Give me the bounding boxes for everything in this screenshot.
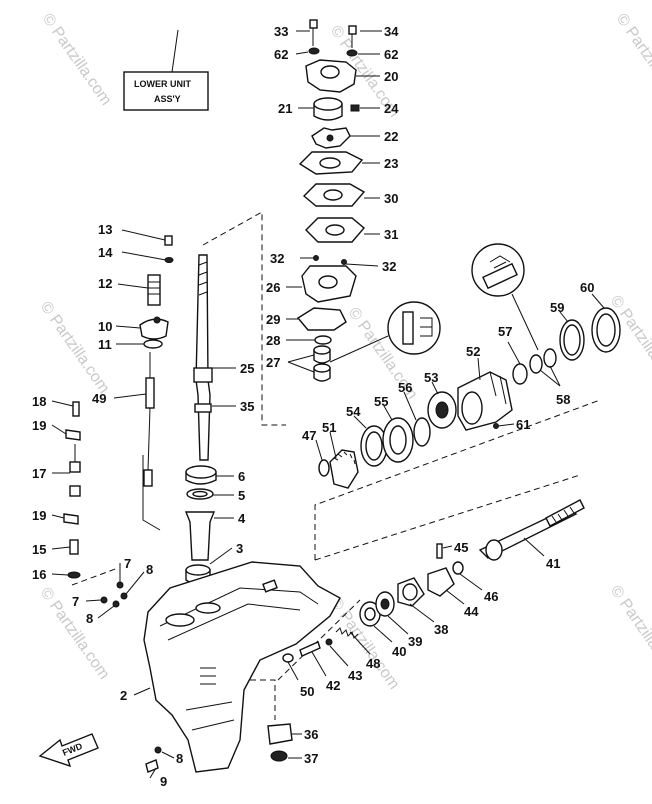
watermark: © Partzilla.com xyxy=(613,11,652,109)
part-label: 47 xyxy=(302,428,316,443)
part-label: 5 xyxy=(238,488,245,503)
part-label: 7 xyxy=(72,594,79,609)
part-label: 8 xyxy=(146,562,153,577)
part-label: 22 xyxy=(384,129,398,144)
part-label: 17 xyxy=(32,466,46,481)
part-label: 45 xyxy=(454,540,468,555)
forward-arrow: FWD xyxy=(38,733,99,768)
part-label: 4 xyxy=(238,511,246,526)
part-label: 32 xyxy=(270,251,284,266)
shift-linkage-parts xyxy=(63,401,81,579)
assembly-box-line1: LOWER UNIT xyxy=(134,79,191,89)
part-label: 9 xyxy=(160,774,167,789)
seal-detail-callout xyxy=(329,301,441,363)
part-label: 12 xyxy=(98,276,112,291)
leader-lines xyxy=(51,30,605,779)
part-label: 57 xyxy=(498,324,512,339)
part-label: 27 xyxy=(266,355,280,370)
part-label: 28 xyxy=(266,333,280,348)
part-label: 18 xyxy=(32,394,46,409)
part-labels: 33 34 62 62 20 21 24 22 23 30 31 32 32 2… xyxy=(32,24,594,789)
part-label: 52 xyxy=(466,344,480,359)
part-label: 14 xyxy=(98,245,113,260)
part-label: 15 xyxy=(32,542,46,557)
part-label: 62 xyxy=(384,47,398,62)
part-label: 46 xyxy=(484,589,498,604)
part-label: 34 xyxy=(384,24,399,39)
part-label: 38 xyxy=(434,622,448,637)
part-label: 33 xyxy=(274,24,288,39)
part-label: 30 xyxy=(384,191,398,206)
lower-case-housing xyxy=(143,561,341,773)
part-label: 44 xyxy=(464,604,479,619)
part-label: 19 xyxy=(32,418,46,433)
drive-shaft xyxy=(193,254,213,461)
part-label: 3 xyxy=(236,541,243,556)
part-label: 53 xyxy=(424,370,438,385)
part-label: 31 xyxy=(384,227,398,242)
part-label: 50 xyxy=(300,684,314,699)
assembly-box-line2: ASS'Y xyxy=(154,94,181,104)
part-label: 7 xyxy=(124,556,131,571)
part-label: 10 xyxy=(98,319,112,334)
part-label: 25 xyxy=(240,361,254,376)
bearing-detail-callout xyxy=(471,243,539,351)
forward-gear-group xyxy=(318,307,621,489)
part-label: 43 xyxy=(348,668,362,683)
part-label: 41 xyxy=(546,556,560,571)
part-label: 11 xyxy=(98,337,112,352)
part-label: 54 xyxy=(346,404,361,419)
part-label: 60 xyxy=(580,280,594,295)
part-label: 59 xyxy=(550,300,564,315)
part-label: 37 xyxy=(304,751,318,766)
part-label: 55 xyxy=(374,394,388,409)
part-label: 19 xyxy=(32,508,46,523)
part-label: 62 xyxy=(274,47,288,62)
part-label: 24 xyxy=(384,101,399,116)
part-label: 42 xyxy=(326,678,340,693)
part-label: 6 xyxy=(238,469,245,484)
part-label: 13 xyxy=(98,222,112,237)
part-label: 26 xyxy=(266,280,280,295)
part-label: 36 xyxy=(304,727,318,742)
shift-rod-assembly xyxy=(139,235,174,487)
part-label: 51 xyxy=(322,420,336,435)
watermark: © Partzilla.com xyxy=(39,11,115,109)
part-label: 2 xyxy=(120,688,127,703)
guide-lines xyxy=(71,211,601,720)
skeg-parts xyxy=(267,723,293,762)
part-label: 23 xyxy=(384,156,398,171)
propeller-shaft-assembly xyxy=(282,499,585,663)
watermark: © Partzilla.com xyxy=(607,583,652,681)
part-label: 8 xyxy=(86,611,93,626)
part-label: 49 xyxy=(92,391,106,406)
part-label: 58 xyxy=(556,392,570,407)
part-label: 8 xyxy=(176,751,183,766)
part-label: 29 xyxy=(266,312,280,327)
part-label: 40 xyxy=(392,644,406,659)
part-label: 35 xyxy=(240,399,254,414)
drive-shaft-bearings xyxy=(184,465,217,585)
water-pump-stack xyxy=(296,19,366,382)
part-label: 56 xyxy=(398,380,412,395)
part-label: 20 xyxy=(384,69,398,84)
part-label: 16 xyxy=(32,567,46,582)
part-label: 61 xyxy=(516,417,530,432)
part-label: 32 xyxy=(382,259,396,274)
part-label: 21 xyxy=(278,101,292,116)
part-label: 48 xyxy=(366,656,380,671)
part-label: 39 xyxy=(408,634,422,649)
assembly-callout-box: LOWER UNIT ASS'Y xyxy=(123,29,209,111)
